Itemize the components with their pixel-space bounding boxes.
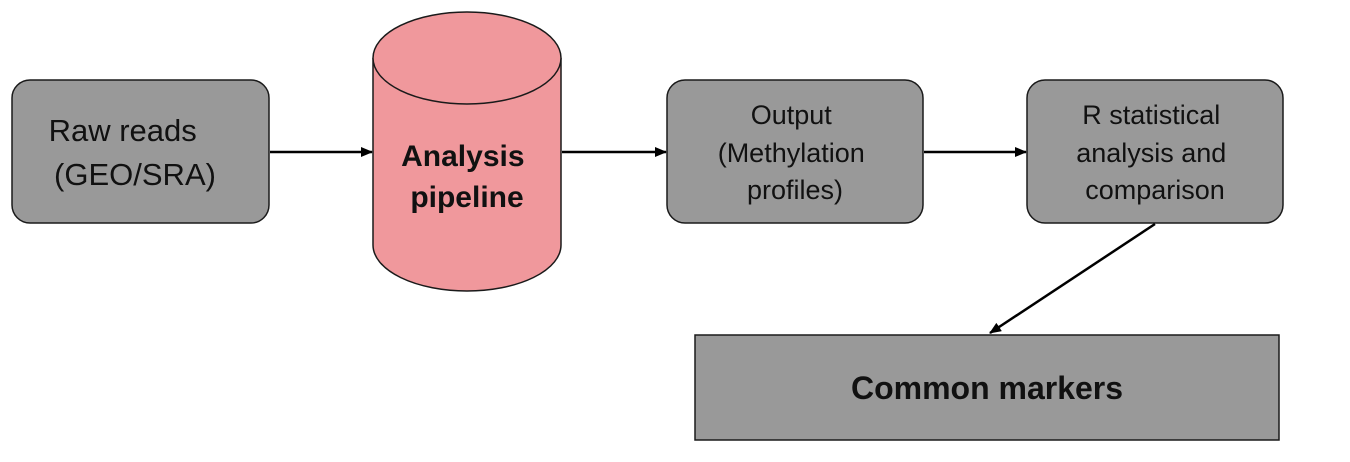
node-r-statistical: R statistical analysis and comparison xyxy=(1026,79,1284,224)
node-raw-reads: Raw reads (GEO/SRA) xyxy=(11,79,270,224)
r-statistical-label-line1: R statistical xyxy=(1082,100,1220,130)
svg-text:Output (Methylation: Output (Methylation profiles) xyxy=(718,100,873,205)
svg-text:Analysis pipeline: Analysis pipeline xyxy=(401,140,533,214)
analysis-pipeline-cylinder-top xyxy=(372,11,562,105)
output-label-line2: (Methylation xyxy=(718,138,865,168)
raw-reads-label-line1: Raw reads xyxy=(49,113,197,148)
r-statistical-label-line2: analysis and xyxy=(1076,138,1226,168)
node-common-markers: Common markers xyxy=(694,334,1280,441)
node-output: Output (Methylation profiles) xyxy=(666,79,924,224)
node-analysis-pipeline: Analysis pipeline xyxy=(372,11,562,292)
r-statistical-label-line3: comparison xyxy=(1085,175,1225,205)
svg-text:R statistical analysis a: R statistical analysis and comparison xyxy=(1076,100,1234,205)
raw-reads-label-line2: (GEO/SRA) xyxy=(54,157,216,192)
raw-reads-box xyxy=(11,79,270,224)
analysis-pipeline-label-line2: pipeline xyxy=(410,181,523,214)
r-statistical-box xyxy=(1026,79,1284,224)
svg-text:Raw reads (GEO/SRA): Raw reads (GEO/SRA) xyxy=(49,113,216,192)
arrow-r-statistical-to-common-markers xyxy=(989,222,1156,335)
output-box xyxy=(666,79,924,224)
output-label-line1: Output xyxy=(751,100,833,130)
analysis-pipeline-label-line1: Analysis xyxy=(401,140,524,173)
common-markers-label: Common markers xyxy=(851,370,1123,406)
common-markers-box xyxy=(694,334,1280,441)
analysis-pipeline-cylinder-body xyxy=(372,58,562,292)
output-label-line3: profiles) xyxy=(747,175,843,205)
